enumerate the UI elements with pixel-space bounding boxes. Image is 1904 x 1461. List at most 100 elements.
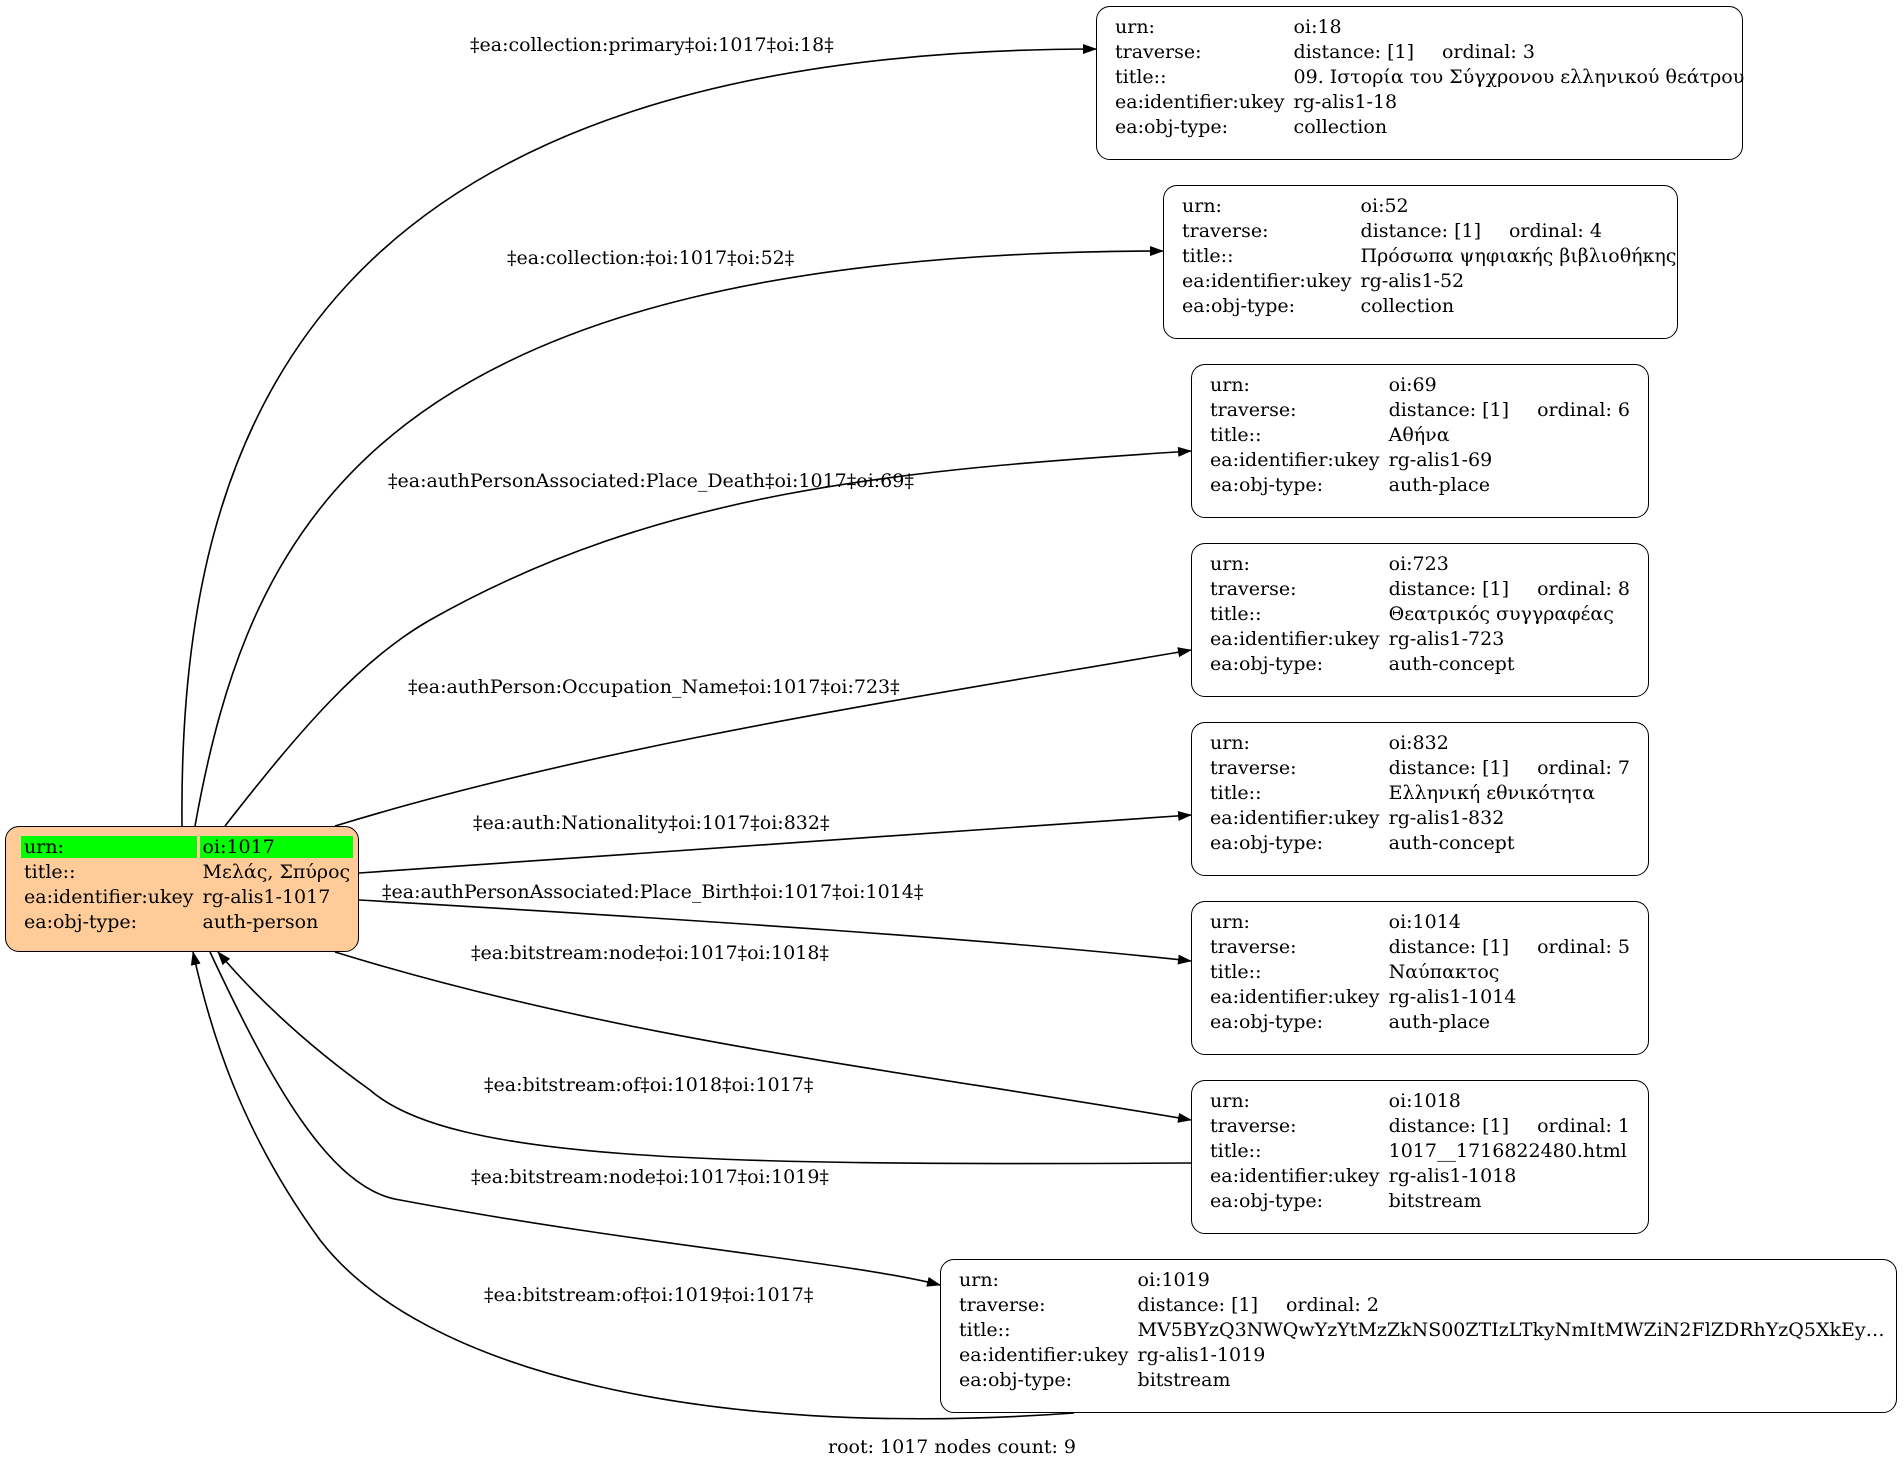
title-value: Πρόσωπα ψηφιακής βιβλιοθήκης xyxy=(1360,245,1677,267)
type-key: ea:obj-type: xyxy=(1210,1190,1324,1212)
distance-value: distance: [1] xyxy=(1137,1294,1258,1316)
title-key: title:: xyxy=(1210,603,1262,625)
type-key: ea:obj-type: xyxy=(1210,1011,1324,1033)
edge-label-oi-18: ‡ea:collection:primary‡oi:1017‡oi:18‡ xyxy=(470,34,834,56)
urn-key: urn: xyxy=(1210,911,1250,933)
edge-label-oi-1014: ‡ea:authPersonAssociated:Place_Birth‡oi:… xyxy=(382,881,924,903)
ordinal-value: ordinal: 2 xyxy=(1285,1294,1379,1316)
ukey-key: ea:identifier:ukey xyxy=(1210,628,1380,650)
type-value: auth-concept xyxy=(1388,832,1515,854)
distance-value: distance: [1] xyxy=(1388,399,1510,421)
urn-key: urn: xyxy=(1210,553,1250,575)
title-value: 1017__1716822480.html xyxy=(1388,1140,1627,1162)
urn-key: urn: xyxy=(1115,16,1155,38)
type-value: collection xyxy=(1293,116,1388,138)
edge-label-oi-69: ‡ea:authPersonAssociated:Place_Death‡oi:… xyxy=(388,470,914,492)
title-value: MV5BYzQ3NWQwYzYtMzZkNS00ZTIzLTkyNmItMWZi… xyxy=(1137,1319,1901,1341)
traverse-key: traverse: xyxy=(959,1294,1046,1316)
root-title-value: Μελάς, Σπύρος xyxy=(202,861,351,883)
urn-value: oi:1014 xyxy=(1388,911,1461,933)
root-urn-value: oi:1017 xyxy=(199,836,354,858)
ukey-value: rg-alis1-1019 xyxy=(1137,1344,1266,1366)
urn-value: oi:1018 xyxy=(1388,1090,1461,1112)
edge-label-oi-1019: ‡ea:bitstream:node‡oi:1017‡oi:1019‡ xyxy=(471,1166,829,1188)
ordinal-value: ordinal: 1 xyxy=(1537,1115,1630,1137)
ukey-key: ea:identifier:ukey xyxy=(1210,1165,1380,1187)
root-title-key: title:: xyxy=(24,861,76,883)
type-value: auth-place xyxy=(1388,474,1490,496)
title-value: Ελληνική εθνικότητα xyxy=(1388,782,1596,804)
edge-label-oi-832: ‡ea:auth:Nationality‡oi:1017‡oi:832‡ xyxy=(473,812,830,834)
ordinal-value: ordinal: 4 xyxy=(1508,220,1602,242)
title-value: Αθήνα xyxy=(1388,424,1450,446)
ordinal-value: ordinal: 8 xyxy=(1537,578,1630,600)
ukey-key: ea:identifier:ukey xyxy=(1182,270,1352,292)
urn-key: urn: xyxy=(1210,1090,1250,1112)
root-node[interactable]: urn:oi:1017 title::Μελάς, Σπύρος ea:iden… xyxy=(5,826,359,952)
root-urn-key: urn: xyxy=(21,836,197,858)
urn-value: oi:723 xyxy=(1388,553,1449,575)
edge-line-oi-1019-back xyxy=(190,951,1075,1420)
title-key: title:: xyxy=(1115,66,1167,88)
title-key: title:: xyxy=(1210,782,1262,804)
root-ukey-value: rg-alis1-1017 xyxy=(202,886,331,908)
edge-label-oi-723: ‡ea:authPerson:Occupation_Name‡oi:1017‡o… xyxy=(408,676,900,698)
distance-value: distance: [1] xyxy=(1388,578,1510,600)
traverse-key: traverse: xyxy=(1115,41,1202,63)
urn-key: urn: xyxy=(1210,732,1250,754)
edge-line-oi-69 xyxy=(224,446,1192,827)
traverse-key: traverse: xyxy=(1182,220,1269,242)
ukey-key: ea:identifier:ukey xyxy=(1210,807,1380,829)
root-ukey-key: ea:identifier:ukey xyxy=(24,886,194,908)
ukey-value: rg-alis1-1014 xyxy=(1388,986,1517,1008)
title-key: title:: xyxy=(1182,245,1234,267)
ukey-key: ea:identifier:ukey xyxy=(1210,449,1380,471)
type-key: ea:obj-type: xyxy=(1210,653,1324,675)
type-value: collection xyxy=(1360,295,1455,317)
type-key: ea:obj-type: xyxy=(1115,116,1229,138)
ukey-value: rg-alis1-18 xyxy=(1293,91,1398,113)
ordinal-value: ordinal: 7 xyxy=(1537,757,1630,779)
title-key: title:: xyxy=(1210,1140,1262,1162)
root-type-value: auth-person xyxy=(202,911,319,933)
edge-label-oi-1018: ‡ea:bitstream:node‡oi:1017‡oi:1018‡ xyxy=(471,942,829,964)
edge-label-oi-1018-back: ‡ea:bitstream:of‡oi:1018‡oi:1017‡ xyxy=(484,1074,814,1096)
ukey-value: rg-alis1-1018 xyxy=(1388,1165,1517,1187)
edge-label-oi-1019-back: ‡ea:bitstream:of‡oi:1019‡oi:1017‡ xyxy=(484,1284,814,1306)
distance-value: distance: [1] xyxy=(1388,936,1510,958)
ordinal-value: ordinal: 5 xyxy=(1537,936,1630,958)
urn-value: oi:52 xyxy=(1360,195,1409,217)
title-key: title:: xyxy=(959,1319,1011,1341)
distance-value: distance: [1] xyxy=(1360,220,1481,242)
ukey-value: rg-alis1-52 xyxy=(1360,270,1465,292)
title-key: title:: xyxy=(1210,424,1262,446)
traverse-key: traverse: xyxy=(1210,399,1297,421)
title-value: Ναύπακτος xyxy=(1388,961,1500,983)
ukey-value: rg-alis1-69 xyxy=(1388,449,1493,471)
type-key: ea:obj-type: xyxy=(1182,295,1296,317)
urn-key: urn: xyxy=(959,1269,999,1291)
edge-line-oi-1018-back xyxy=(217,951,1192,1165)
traverse-key: traverse: xyxy=(1210,1115,1297,1137)
edge-line-oi-723 xyxy=(334,647,1192,827)
distance-value: distance: [1] xyxy=(1293,41,1414,63)
node-oi-1018[interactable]: urn: oi:1018 traverse: distance: [1] ordinal… xyxy=(1191,1080,1649,1234)
ukey-key: ea:identifier:ukey xyxy=(1210,986,1380,1008)
type-value: bitstream xyxy=(1137,1369,1231,1391)
type-key: ea:obj-type: xyxy=(1210,474,1324,496)
distance-value: distance: [1] xyxy=(1388,757,1510,779)
footer-summary: root: 1017 nodes count: 9 xyxy=(827,1436,1077,1458)
edge-line-oi-52 xyxy=(194,246,1164,827)
type-value: auth-place xyxy=(1388,1011,1490,1033)
edge-line-oi-1019 xyxy=(209,951,941,1287)
distance-value: distance: [1] xyxy=(1388,1115,1510,1137)
type-value: bitstream xyxy=(1388,1190,1482,1212)
